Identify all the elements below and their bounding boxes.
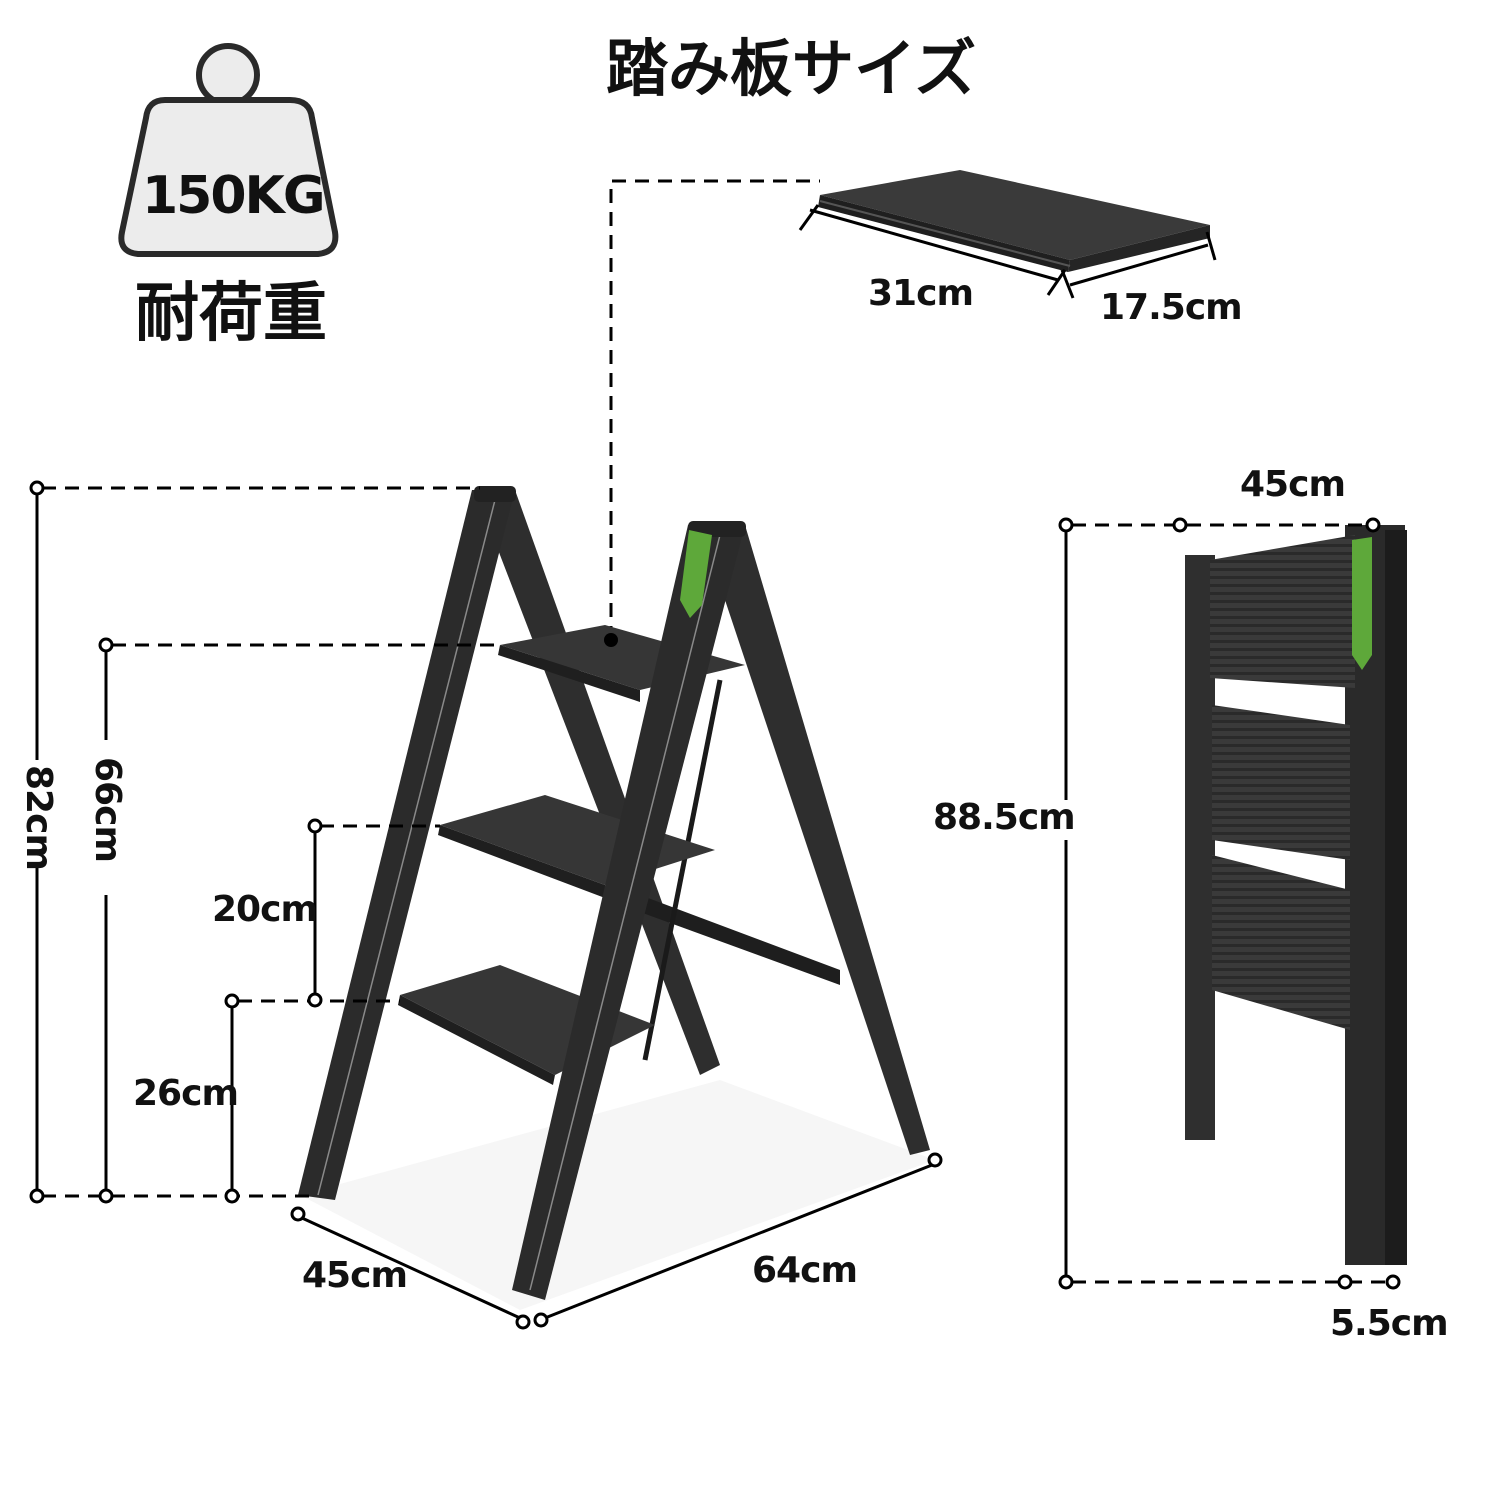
open-ladder-illustration: [298, 486, 935, 1310]
page-title: 踏み板サイズ: [606, 32, 977, 105]
connector-dashed-line: [609, 179, 820, 640]
product-label-green: [680, 530, 712, 618]
load-capacity-value: 150KG: [142, 166, 326, 226]
board-depth-label: 17.5cm: [1100, 287, 1243, 328]
folded-width-label: 45cm: [1240, 464, 1346, 505]
open-width-label: 45cm: [302, 1255, 408, 1296]
board-dimension-lines: [798, 204, 1217, 299]
step-spacing-label: 20cm: [212, 889, 318, 930]
board-length-label: 31cm: [868, 273, 974, 314]
weight-icon: [118, 43, 339, 257]
folded-thickness-label: 5.5cm: [1330, 1303, 1449, 1344]
bottom-step-height-label: 26cm: [133, 1073, 239, 1114]
dimension-lines-open: [29, 480, 943, 1330]
open-depth-label: 64cm: [752, 1250, 858, 1291]
step-board-illustration: [818, 170, 1210, 272]
load-capacity-label: 耐荷重: [135, 277, 327, 351]
folded-height-label: 88.5cm: [933, 797, 1076, 838]
top-step-height-label: 66cm: [87, 757, 128, 862]
total-height-label: 82cm: [18, 765, 59, 870]
folded-ladder-illustration: [1185, 525, 1407, 1265]
dimension-lines-folded: [1058, 517, 1401, 1290]
product-label-green-folded: [1352, 537, 1372, 670]
